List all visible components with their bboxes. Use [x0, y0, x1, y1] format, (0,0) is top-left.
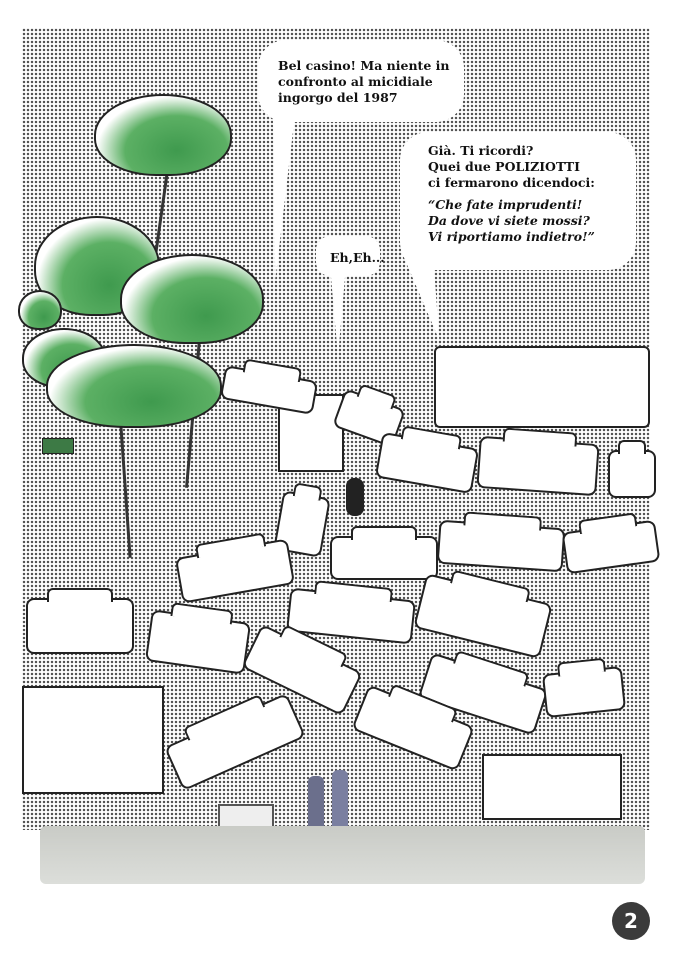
- car: [330, 526, 438, 580]
- car: [561, 519, 661, 575]
- speech-bubble-1: Bel casino! Ma niente in confronto al mi…: [258, 40, 464, 122]
- bubble-text: ingorgo del 1987: [278, 90, 398, 105]
- bus: [434, 346, 650, 428]
- policeman: [332, 770, 348, 830]
- page-number: 2: [612, 902, 650, 940]
- tree-trunk: [153, 168, 170, 258]
- bubble-text: Bel casino! Ma niente in: [278, 58, 450, 73]
- tree-canopy: [18, 290, 62, 330]
- car: [608, 440, 656, 498]
- bubble-text: Eh,Eh...: [330, 250, 385, 265]
- car: [164, 692, 306, 792]
- tree-canopy: [94, 94, 232, 176]
- car: [541, 665, 627, 719]
- speech-bubble-2: Già. Ti ricordi? Quei due POLIZIOTTI ci …: [400, 132, 636, 270]
- bubble-text: ci fermarono dicendoci:: [428, 175, 595, 190]
- car: [144, 609, 252, 675]
- car: [436, 519, 566, 573]
- car: [374, 431, 480, 495]
- bubble-tail: [330, 266, 346, 356]
- speech-bubble-3: Eh,Eh...: [316, 236, 385, 276]
- bubble-text: Quei due POLIZIOTTI: [428, 159, 580, 174]
- truck: [482, 754, 622, 820]
- policeman: [308, 776, 324, 836]
- ground-strip: [40, 826, 645, 884]
- car: [174, 538, 296, 604]
- car: [413, 573, 553, 659]
- bubble-text: confronto al micidiale: [278, 74, 433, 89]
- car: [219, 365, 319, 415]
- bench: [42, 438, 74, 454]
- motorcyclist: [346, 478, 364, 516]
- tree-canopy: [46, 344, 222, 428]
- bubble-quote: Da dove vi siete mossi?: [428, 213, 590, 228]
- car: [476, 435, 600, 497]
- tree-canopy: [120, 254, 264, 344]
- car: [26, 588, 134, 654]
- bubble-text: Già. Ti ricordi?: [428, 143, 534, 158]
- bus: [22, 686, 164, 794]
- bubble-quote: “Che fate imprudenti!: [428, 197, 583, 212]
- bubble-quote: Vi riportiamo indietro!”: [428, 229, 595, 244]
